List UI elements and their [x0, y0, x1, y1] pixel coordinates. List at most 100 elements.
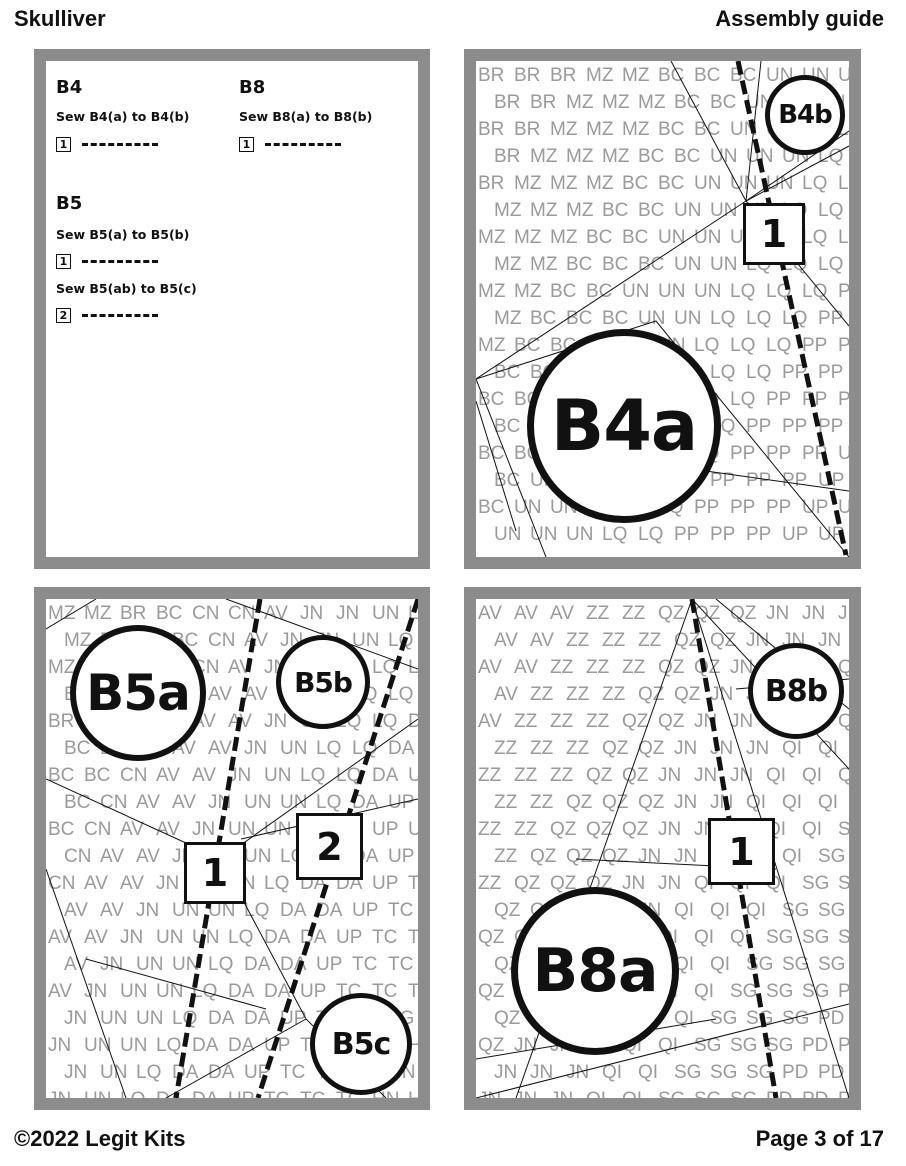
fabric-code-label: AV [228, 657, 252, 678]
fabric-code-label: SG [766, 927, 793, 948]
fabric-code-label: QZ [622, 711, 649, 732]
fabric-code-label: UN [100, 1008, 127, 1029]
fabric-code-label: BC [694, 65, 720, 86]
fabric-code-label: UP [388, 846, 414, 867]
fabric-code-label: JN [766, 603, 789, 624]
b8-fill-pattern: AVAVAVZZZZQZQZQZJNJNJNAVAVZZZZZZQZQZJNJN… [476, 599, 849, 1098]
fabric-code-label: TC [372, 927, 397, 948]
fabric-code-label: ZZ [586, 657, 610, 678]
fabric-code-label: JN [730, 657, 753, 678]
fabric-code-label: AV [84, 927, 108, 948]
fabric-code-label: MZ [566, 200, 594, 221]
fabric-code-label: ZZ [566, 684, 590, 705]
fabric-code-label: CN [228, 603, 255, 624]
fabric-code-label: BR [478, 119, 504, 140]
fabric-code-label: JN [120, 927, 143, 948]
fabric-code-label: SG [710, 1008, 737, 1029]
fabric-code-label: LQ [838, 227, 849, 248]
fabric-code-label: ZZ [494, 846, 518, 867]
fabric-code-label: CN [64, 846, 91, 867]
fabric-code-label: UN [674, 308, 701, 329]
fabric-code-label: TC [388, 954, 413, 975]
fabric-code-label: LQ [818, 254, 843, 275]
fabric-code-label: BR [494, 146, 520, 167]
fabric-code-label: UN [280, 738, 307, 759]
fabric-code-label: DA [192, 1089, 219, 1098]
fabric-code-label: ZZ [530, 792, 554, 813]
fabric-code-label: QZ [622, 819, 649, 840]
fabric-code-label: DA [156, 1089, 183, 1098]
fabric-code-label: LQ [730, 281, 755, 302]
fabric-code-label: MZ [602, 92, 630, 113]
section-title-b4: B4 [56, 77, 83, 98]
fabric-code-label: QZ [674, 684, 701, 705]
fabric-code-label: CN [100, 792, 127, 813]
fabric-code-label: LQ [408, 603, 418, 624]
fabric-code-label: DA [352, 792, 379, 813]
fabric-code-label: DA [264, 927, 291, 948]
fabric-code-label: QI [766, 765, 786, 786]
fabric-code-label: AV [530, 630, 554, 651]
fabric-code-label: SG [818, 954, 845, 975]
fabric-code-label: QI [602, 1062, 622, 1083]
fabric-code-label: QI [782, 738, 802, 759]
fabric-code-label: QZ [514, 873, 541, 894]
fabric-code-label: AV [84, 873, 108, 894]
fabric-code-label: JN [48, 1089, 71, 1098]
step-marker-b5-2: 2 [296, 813, 363, 880]
step-text-b4-1: Sew B4(a) to B4(b) [56, 109, 190, 124]
fabric-code-label: LQ [372, 711, 397, 732]
fabric-code-label: AV [478, 711, 502, 732]
fabric-code-label: JN [710, 792, 733, 813]
fabric-code-label: QI [802, 819, 822, 840]
fabric-code-label: AV [244, 684, 268, 705]
fabric-code-label: AV [48, 981, 72, 1002]
fabric-code-label: JN [514, 1089, 537, 1098]
fabric-code-label: TC [280, 1062, 305, 1083]
fabric-code-label: QI [674, 954, 694, 975]
fabric-code-label: QZ [694, 657, 721, 678]
fabric-code-label: AV [100, 900, 124, 921]
fabric-code-label: QI [674, 900, 694, 921]
fabric-code-label: BC [638, 146, 664, 167]
fabric-code-label: QZ [638, 792, 665, 813]
seam-line-icon [82, 143, 158, 146]
fabric-code-label: UN [264, 819, 291, 840]
fabric-code-label: PD [818, 1008, 844, 1029]
fabric-code-label: JN [730, 711, 753, 732]
fabric-code-label: TC [408, 927, 418, 948]
fabric-code-label: DA [388, 738, 415, 759]
fabric-code-label: LQ [336, 765, 361, 786]
fabric-code-label: UN [244, 792, 271, 813]
seam-line-icon [265, 143, 341, 146]
fabric-code-label: JN [674, 792, 697, 813]
fabric-code-label: UN [838, 65, 849, 86]
fabric-code-label: QZ [586, 819, 613, 840]
fabric-code-label: UN [136, 1008, 163, 1029]
fabric-code-label: UP [408, 819, 418, 840]
fabric-code-label: TC [264, 1089, 289, 1098]
fabric-code-label: BC [566, 254, 592, 275]
fabric-code-label: UN [710, 200, 737, 221]
piece-label-b5a: B5a [70, 625, 206, 761]
piece-label-b4a: B4a [527, 329, 721, 523]
fabric-code-label: LQ [120, 1089, 145, 1098]
fabric-code-label: MZ [550, 173, 578, 194]
fabric-code-label: PP [746, 416, 771, 437]
fabric-code-label: JN [730, 765, 753, 786]
fabric-code-label: QZ [622, 765, 649, 786]
fabric-code-label: CN [208, 630, 235, 651]
fabric-code-label: MZ [530, 146, 558, 167]
fabric-code-label: QZ [602, 738, 629, 759]
fabric-code-label: UN [208, 900, 235, 921]
fabric-code-label: SG [838, 873, 849, 894]
fabric-code-label: ZZ [602, 630, 626, 651]
fabric-code-label: BC [48, 819, 74, 840]
fabric-code-label: QI [710, 900, 730, 921]
fabric-code-label: UN [746, 146, 773, 167]
fabric-code-label: LQ [838, 173, 849, 194]
fabric-code-label: UN [494, 524, 521, 545]
fabric-code-label: UN [264, 765, 291, 786]
fabric-code-label: PP [710, 470, 735, 491]
fabric-code-label: UN [84, 1089, 111, 1098]
